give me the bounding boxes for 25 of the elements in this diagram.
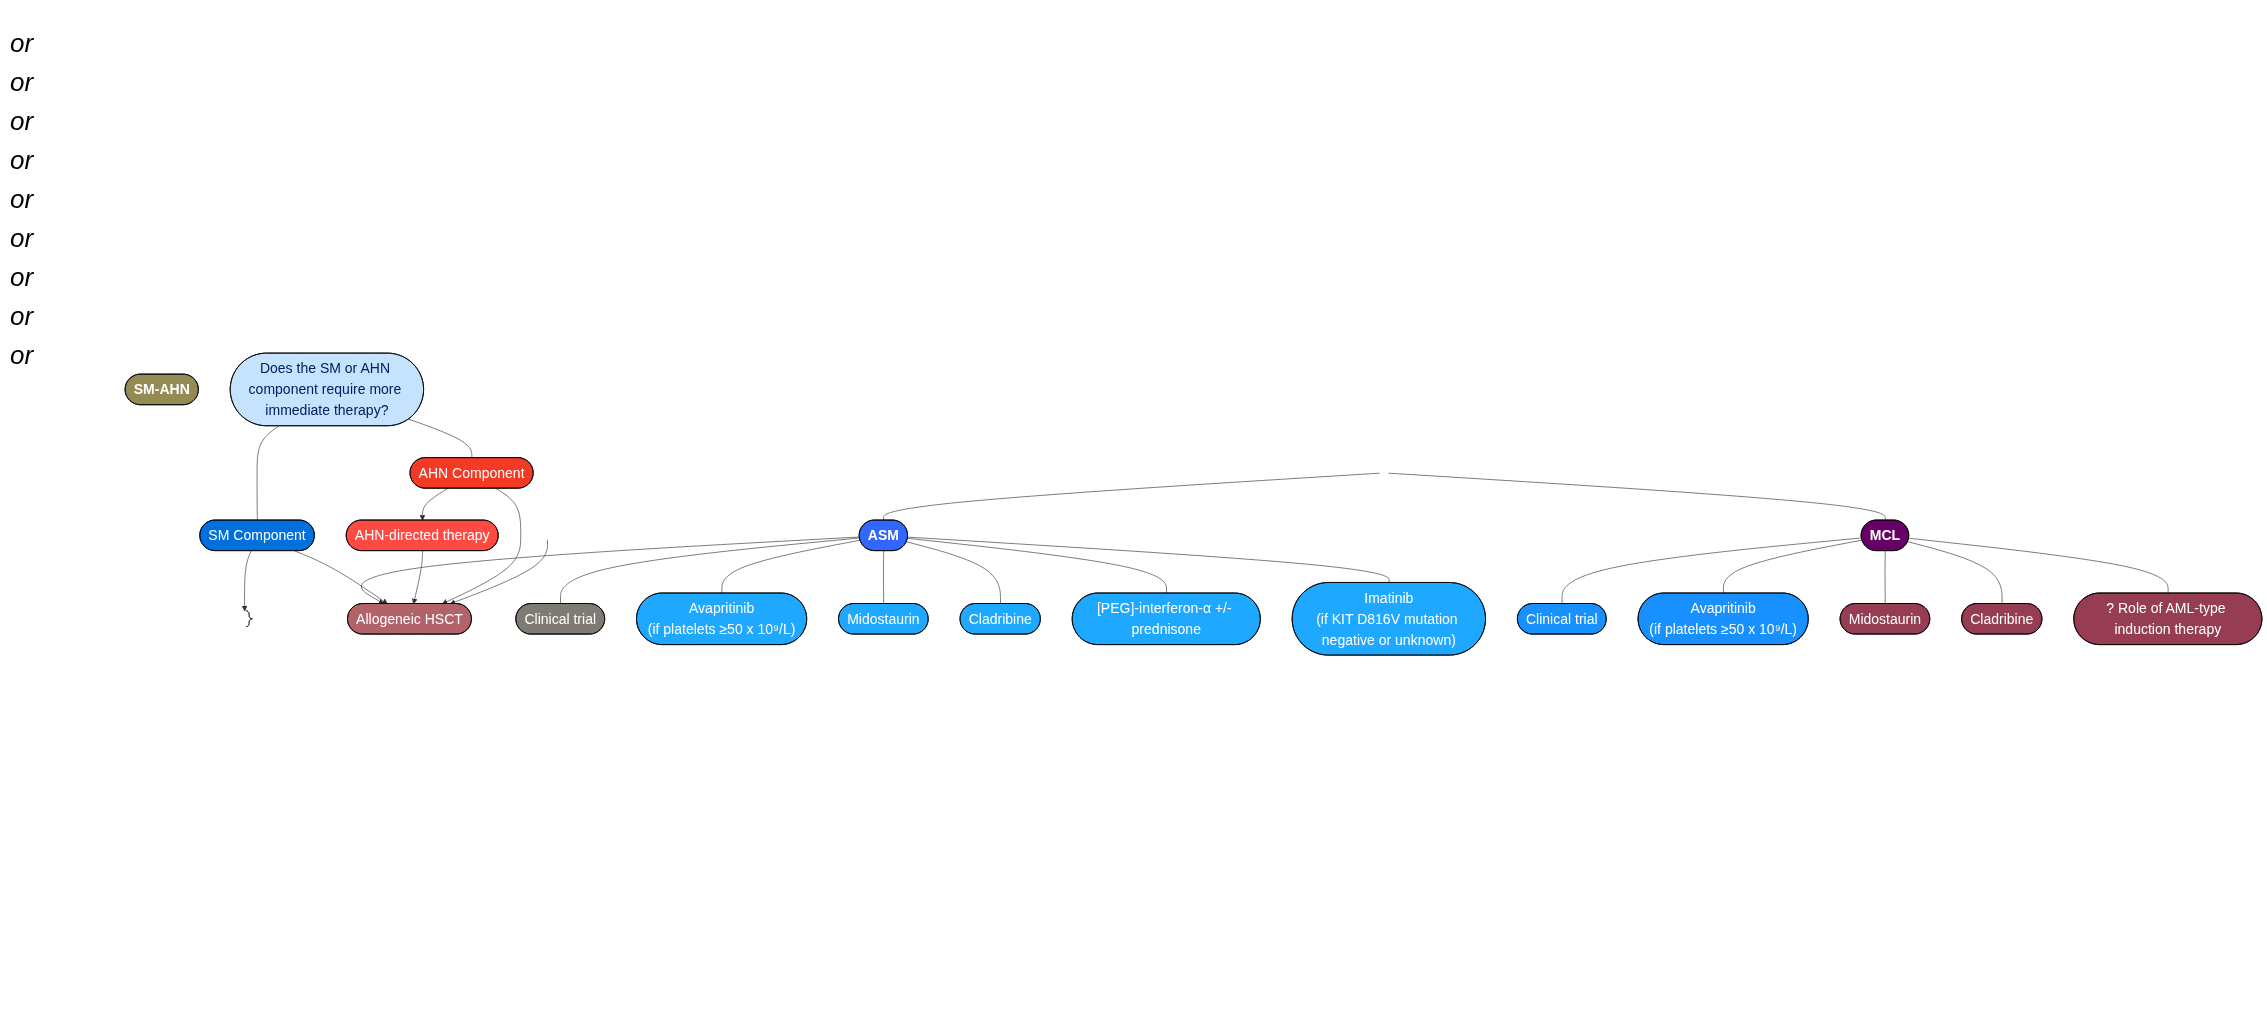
conjunction-label: or <box>10 262 35 293</box>
connector <box>883 551 884 605</box>
connector <box>1723 540 1863 595</box>
connector <box>906 541 1001 605</box>
conjunction-label: or <box>10 28 35 59</box>
connector <box>907 538 1167 595</box>
connector <box>1561 538 1862 605</box>
conjunction-label: or <box>10 223 35 254</box>
connector <box>1884 551 1886 605</box>
connector <box>560 538 860 605</box>
connector <box>1908 538 2169 595</box>
node-bracket <box>245 610 253 628</box>
connector <box>1388 473 1886 522</box>
connector <box>721 540 861 595</box>
connector <box>883 473 1380 522</box>
conjunction-label: or <box>10 67 35 98</box>
connector <box>256 426 279 522</box>
connector <box>1907 541 2003 605</box>
conjunction-label: or <box>10 301 35 332</box>
connector <box>408 419 473 459</box>
conjunction-label: or <box>10 340 35 371</box>
conjunction-label: or <box>10 106 35 137</box>
conjunction-label: or <box>10 145 35 176</box>
conjunction-label: or <box>10 184 35 215</box>
connector <box>907 537 1390 584</box>
